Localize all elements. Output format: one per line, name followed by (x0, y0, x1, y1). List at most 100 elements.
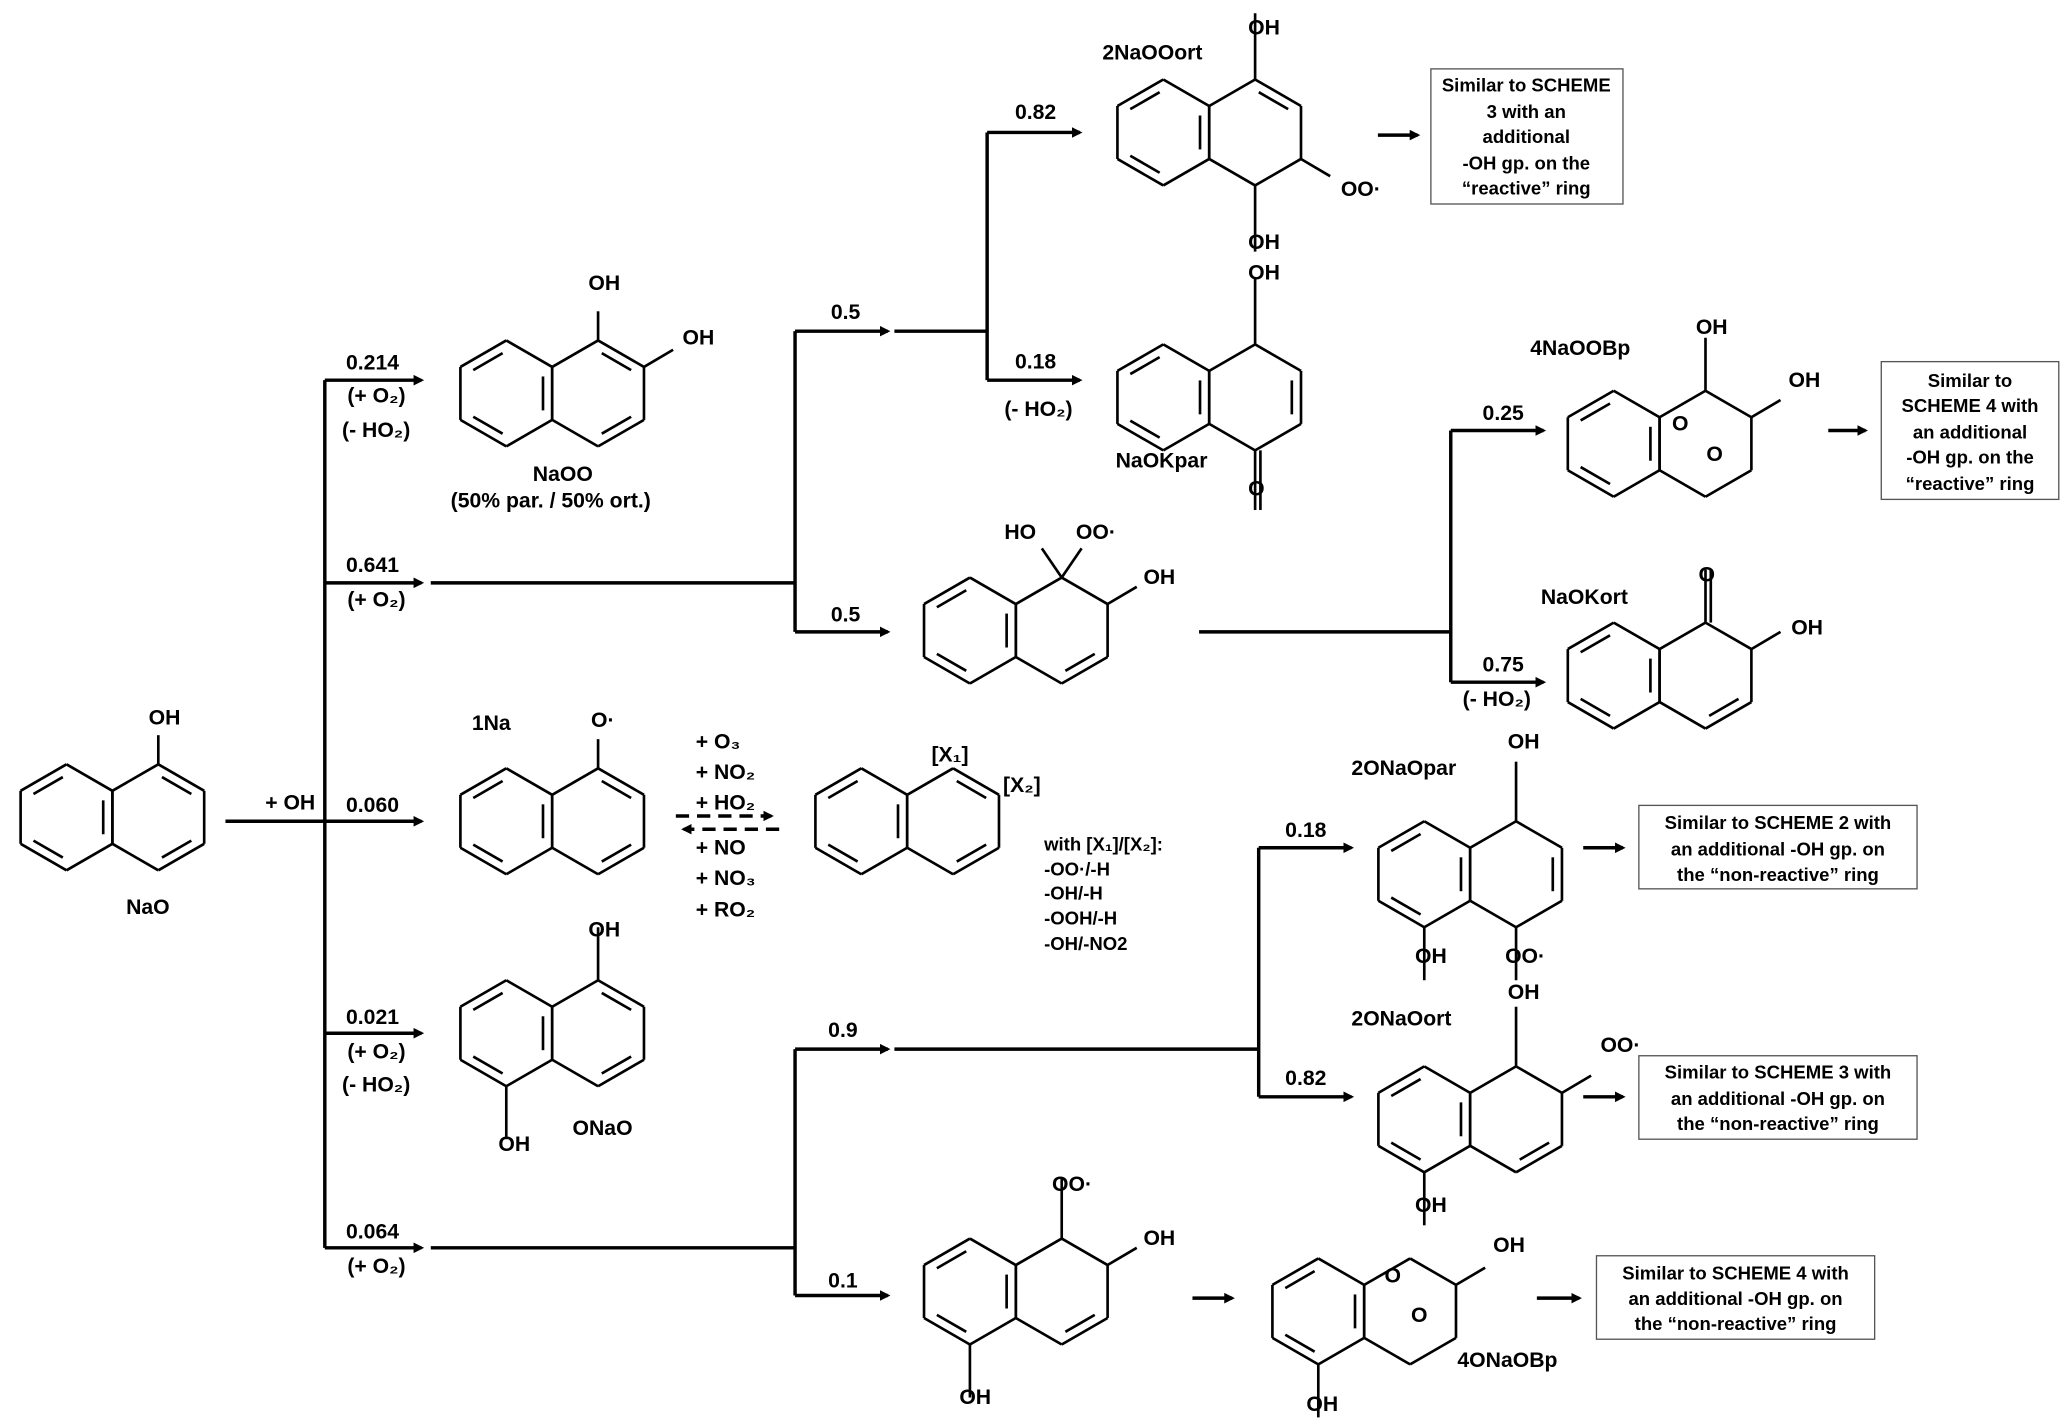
double-bond (956, 843, 987, 863)
bond (1704, 621, 1753, 651)
ratio-label: 0.1 (828, 1270, 858, 1293)
note-box-5: Similar to SCHEME 4 with an additional -… (1595, 1255, 1876, 1340)
double-bond (936, 1250, 967, 1270)
box-line: Similar to SCHEME 3 with (1665, 1061, 1892, 1082)
box-line: Similar to SCHEME 4 with (1622, 1263, 1849, 1284)
compound-name: 4NaOOBp (1530, 337, 1630, 360)
bond (459, 767, 507, 796)
bond (923, 655, 971, 685)
bond (1469, 820, 1517, 849)
reagent-no2: + NO₂ (696, 761, 755, 784)
box-line: “reactive” ring (1462, 178, 1591, 199)
bond (1613, 621, 1661, 651)
ratio-label: 0.18 (1285, 819, 1326, 842)
atom-label: OH (1143, 1227, 1175, 1250)
bond (1015, 655, 1063, 685)
bond (551, 418, 599, 448)
compound-name: 4ONaOBp (1457, 1349, 1557, 1372)
bond (1409, 1257, 1457, 1287)
bond (19, 763, 68, 792)
box-line: an additional -OH gp. on (1671, 839, 1885, 860)
substituent-bond (643, 348, 674, 369)
substituents-title: with [X₁]/[X₂]: (1043, 833, 1163, 854)
bond (1015, 1237, 1063, 1267)
substituent-x2: [X₂] (1003, 774, 1041, 797)
substituent-item: -OOH/-H (1044, 908, 1117, 929)
substituent-bond (1040, 547, 1063, 579)
compound-name: ONaO (573, 1117, 633, 1140)
bond (923, 576, 971, 606)
compound-name: NaO (126, 896, 170, 919)
bond (923, 1237, 971, 1267)
double-bond (1579, 465, 1611, 486)
compound-name: 1Na (472, 712, 511, 735)
bond (1469, 1144, 1517, 1174)
double-bond (1390, 896, 1422, 916)
bond (1423, 1065, 1471, 1094)
substituent-item: -OO·/-H (1044, 859, 1110, 880)
bond (551, 979, 599, 1008)
substituent-item: -OH/-H (1044, 882, 1103, 903)
ratio-label: 0.18 (1015, 350, 1056, 373)
condition-label: (+ O₂) (347, 1040, 405, 1063)
double-bond (601, 352, 632, 372)
bond (505, 1058, 553, 1088)
bond (1162, 78, 1210, 108)
atom-label: OH (498, 1133, 530, 1156)
atom-label: O· (591, 709, 615, 732)
bond (952, 767, 1000, 796)
atom-label: O (1411, 1304, 1427, 1327)
bond (814, 767, 862, 796)
bond (1567, 621, 1615, 651)
pathway-arrows (225, 127, 1869, 1304)
ratio-label: 0.25 (1483, 402, 1524, 425)
atom-label: O (1698, 564, 1714, 587)
substituent-bond (1106, 1246, 1138, 1267)
atom-label: OH (1508, 730, 1540, 753)
substituent-bond (1455, 1266, 1486, 1287)
bond (1377, 899, 1425, 929)
double-bond (1579, 634, 1611, 654)
bond (1515, 1065, 1563, 1094)
substituent-bond (1060, 547, 1083, 579)
bond (969, 576, 1017, 606)
bond (1377, 820, 1425, 849)
bond (551, 339, 599, 369)
atom-label: O (1672, 413, 1688, 436)
substituent-bond (1106, 585, 1138, 606)
box-line: Similar to (1928, 370, 2012, 391)
box-line: Similar to SCHEME (1442, 74, 1611, 95)
bond (1423, 1144, 1471, 1174)
bond (19, 842, 68, 872)
bond (969, 655, 1017, 685)
ratio-label: 0.064 (346, 1221, 399, 1244)
bond (1061, 1316, 1109, 1346)
double-bond (1064, 1313, 1096, 1333)
double-bond (936, 589, 967, 609)
double-bond (1129, 355, 1161, 376)
bond (1658, 389, 1707, 419)
bond (1116, 422, 1164, 452)
atom-label: OH (1789, 369, 1821, 392)
atom-label: OH (1696, 316, 1728, 339)
reagent-no: + NO (696, 836, 746, 859)
atom-label: OO· (1341, 178, 1381, 201)
ratio-label: 0.214 (346, 352, 399, 375)
atom-label: O (1248, 477, 1264, 500)
ratio-label: 0.060 (346, 794, 399, 817)
double-bond (1064, 652, 1096, 672)
compound-name: NaOKpar (1116, 450, 1208, 473)
double-bond (601, 843, 632, 863)
double-bond (472, 843, 504, 863)
bond (597, 846, 645, 876)
bond (111, 763, 159, 792)
double-bond (1129, 419, 1161, 439)
bond (1567, 700, 1615, 730)
bond (1423, 820, 1471, 849)
atom-label: HO (1004, 521, 1036, 544)
bond (1015, 576, 1063, 606)
bond (459, 1058, 507, 1088)
bond (1208, 157, 1256, 187)
bond (1423, 899, 1471, 929)
